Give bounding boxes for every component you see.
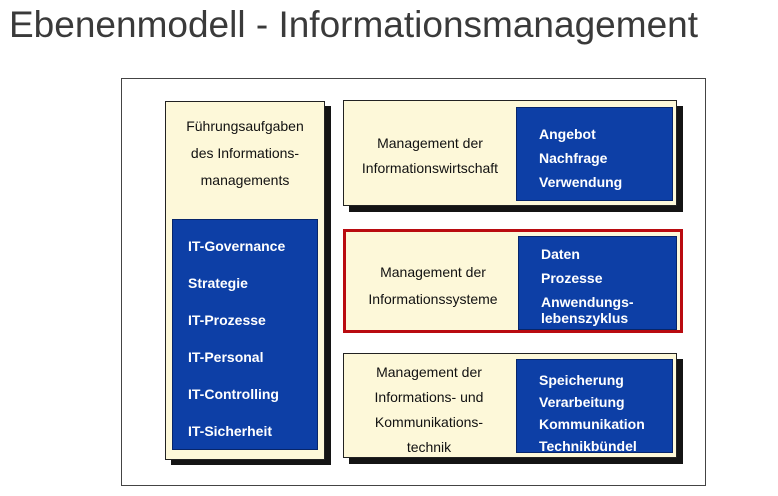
layer-item: Nachfrage [539,150,608,166]
layer-label: Management der Informations- und Kommuni… [344,360,514,460]
layer-item: Daten [541,246,580,262]
left-item: IT-Governance [188,238,286,254]
layer-informationssysteme: Management der Informationssysteme Daten… [343,229,683,333]
left-item: IT-Personal [188,349,264,365]
left-header-line: managements [200,172,290,188]
layer-iuk-technik: Management der Informations- und Kommuni… [343,353,677,458]
layer-item: Verwendung [539,174,623,190]
layer-label-line: Informationssysteme [368,291,498,307]
layer-item: Kommunikation [539,416,645,432]
layer-item: Prozesse [541,270,603,286]
layer-label-line: Management der [376,364,482,380]
layer-label: Management der Informationssysteme [346,259,520,313]
layer-item: Technikbündel [539,438,637,454]
layer-item: Anwendungs- [541,294,634,310]
left-item: IT-Prozesse [188,312,266,328]
layer-label-line: technik [406,439,452,455]
layer-label-line: Informations- und [374,389,484,405]
layer-label-line: Informationswirtschaft [361,160,499,176]
left-header-line: Führungsaufgaben [186,118,304,134]
left-item: IT-Controlling [188,386,279,402]
layer-label-line: Management der [380,264,486,280]
layer-item: Verarbeitung [539,394,625,410]
page-title: Ebenenmodell - Informationsmanagement [9,4,698,45]
left-column: Führungsaufgaben des Informations- manag… [165,101,325,460]
layer-items-box: Daten Prozesse Anwendungs- lebenszyklus [518,236,677,330]
layer-informationswirtschaft: Management der Informationswirtschaft An… [343,100,677,206]
layer-label-line: Management der [377,135,483,151]
left-item: IT-Sicherheit [188,423,273,439]
left-items-box: IT-Governance Strategie IT-Prozesse IT-P… [172,219,318,450]
layer-item: Angebot [539,126,596,142]
left-header-line: des Informations- [190,145,300,161]
layer-items-box: Speicherung Verarbeitung Kommunikation T… [516,359,673,454]
left-column-header: Führungsaufgaben des Informations- manag… [166,113,324,194]
layer-label-line: Kommunikations- [374,414,484,430]
layer-label: Management der Informationswirtschaft [344,131,516,181]
layer-items-box: Angebot Nachfrage Verwendung [516,107,673,201]
layer-item: Speicherung [539,372,624,388]
layer-item: lebenszyklus [541,310,629,326]
left-item: Strategie [188,275,248,291]
